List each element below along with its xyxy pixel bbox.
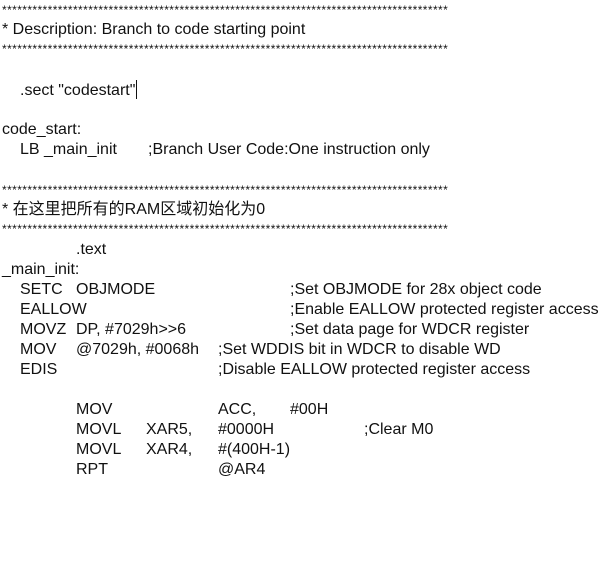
mnemonic: MOVZ bbox=[20, 321, 67, 338]
operand: @AR4 bbox=[218, 461, 266, 478]
code-line: MOV ACC, #00H bbox=[0, 400, 604, 420]
code-line: EALLOW ;Enable EALLOW protected register… bbox=[0, 300, 604, 320]
code-comment: ;Enable EALLOW protected register access bbox=[290, 301, 599, 318]
operand: DP, #7029h>>6 bbox=[76, 321, 187, 338]
code-line: EDIS ;Disable EALLOW protected register … bbox=[0, 360, 604, 380]
mnemonic: MOVL bbox=[76, 421, 122, 438]
init-comment: * 在这里把所有的RAM区域初始化为0 bbox=[2, 201, 266, 218]
operand: OBJMODE bbox=[76, 281, 156, 298]
code-comment: ;Set data page for WDCR register bbox=[290, 321, 530, 338]
code-line: MOVL XAR4, #(400H-1) bbox=[0, 440, 604, 460]
description-comment: * Description: Branch to code starting p… bbox=[2, 21, 306, 38]
text-directive: .text bbox=[76, 241, 107, 258]
operand: XAR4, bbox=[146, 441, 193, 458]
instruction: LB _main_init bbox=[20, 141, 117, 158]
code-line: LB _main_init ;Branch User Code:One inst… bbox=[0, 140, 604, 160]
sect-directive: .sect "codestart" bbox=[20, 82, 136, 99]
code-line: MOV @7029h, #0068h ;Set WDDIS bit in WDC… bbox=[0, 340, 604, 360]
code-start-label: code_start: bbox=[2, 121, 82, 138]
code-line: MOVZ DP, #7029h>>6 ;Set data page for WD… bbox=[0, 320, 604, 340]
code-line: RPT @AR4 bbox=[0, 460, 604, 480]
operand: #0000H bbox=[218, 421, 275, 438]
mnemonic: MOV bbox=[20, 341, 57, 358]
mnemonic: RPT bbox=[76, 461, 108, 478]
main-init-label: _main_init: bbox=[2, 261, 80, 278]
code-editor[interactable]: { "divider": "**************************… bbox=[0, 0, 604, 480]
mnemonic: MOVL bbox=[76, 441, 122, 458]
operand: ACC, bbox=[218, 401, 257, 418]
code-comment: ;Set OBJMODE for 28x object code bbox=[290, 281, 542, 298]
mnemonic: MOV bbox=[76, 401, 113, 418]
comment-divider: ****************************************… bbox=[2, 3, 449, 17]
code-comment: ;Branch User Code:One instruction only bbox=[148, 141, 430, 158]
code-comment: ;Set WDDIS bit in WDCR to disable WD bbox=[218, 341, 501, 358]
code-comment: ;Disable EALLOW protected register acces… bbox=[218, 361, 531, 378]
operand: #(400H-1) bbox=[218, 441, 291, 458]
mnemonic: EDIS bbox=[20, 361, 58, 378]
mnemonic: EALLOW bbox=[20, 301, 87, 318]
text-cursor bbox=[136, 80, 138, 99]
operand: #00H bbox=[290, 401, 329, 418]
operand: XAR5, bbox=[146, 421, 193, 438]
code-line: SETC OBJMODE ;Set OBJMODE for 28x object… bbox=[0, 280, 604, 300]
comment-divider: ****************************************… bbox=[2, 42, 449, 56]
sect-directive-line[interactable]: .sect "codestart" bbox=[20, 80, 138, 100]
comment-divider: ****************************************… bbox=[2, 222, 449, 236]
operand: @7029h, #0068h bbox=[76, 341, 200, 358]
code-line: MOVL XAR5, #0000H ;Clear M0 bbox=[0, 420, 604, 440]
code-comment: ;Clear M0 bbox=[364, 421, 434, 438]
comment-divider: ****************************************… bbox=[2, 183, 449, 197]
mnemonic: SETC bbox=[20, 281, 63, 298]
